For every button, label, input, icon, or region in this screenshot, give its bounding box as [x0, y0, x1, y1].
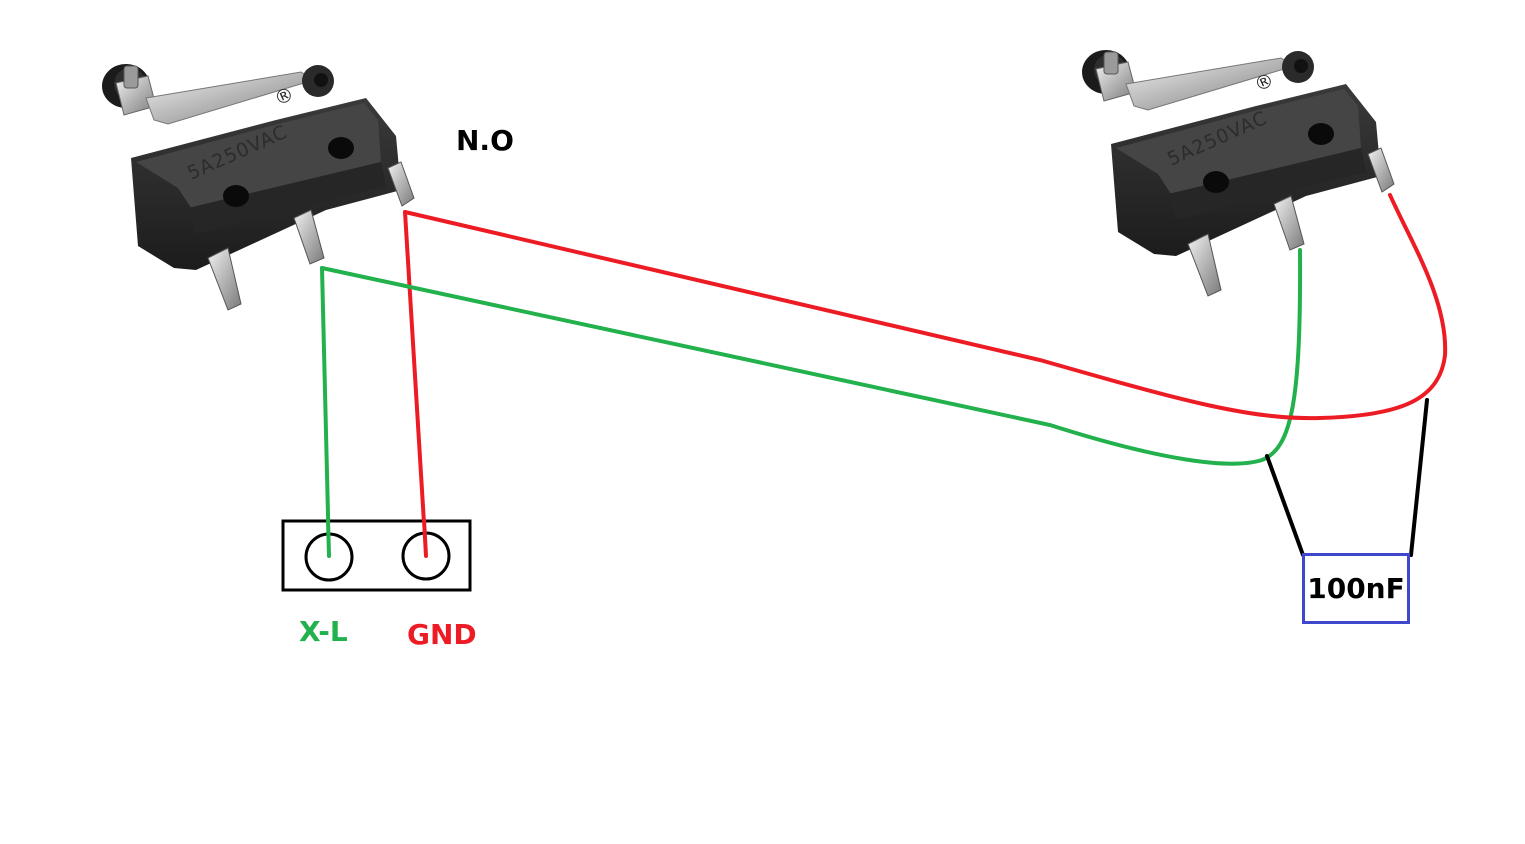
- red-ground-wire-to-connector: [403, 210, 428, 558]
- green-signal-wire-to-connector: [320, 266, 331, 558]
- red-ground-wire-between-switches: [403, 193, 1448, 421]
- contact-type-label: N.O: [456, 124, 514, 157]
- capacitor-lead-left: [1265, 454, 1305, 557]
- ground-label: GND: [407, 618, 477, 651]
- left-microswitch: 5A250VAC ®: [101, 63, 415, 311]
- capacitor-label: 100nF: [1307, 571, 1405, 605]
- green-signal-wire-between-switches: [320, 248, 1303, 466]
- signal-label: X-L: [299, 615, 348, 648]
- capacitor-lead-right: [1409, 398, 1429, 557]
- right-microswitch: 5A250VAC ®: [1081, 49, 1395, 297]
- two-pin-connector: [281, 519, 472, 592]
- capacitor-box: 100nF: [1302, 553, 1410, 624]
